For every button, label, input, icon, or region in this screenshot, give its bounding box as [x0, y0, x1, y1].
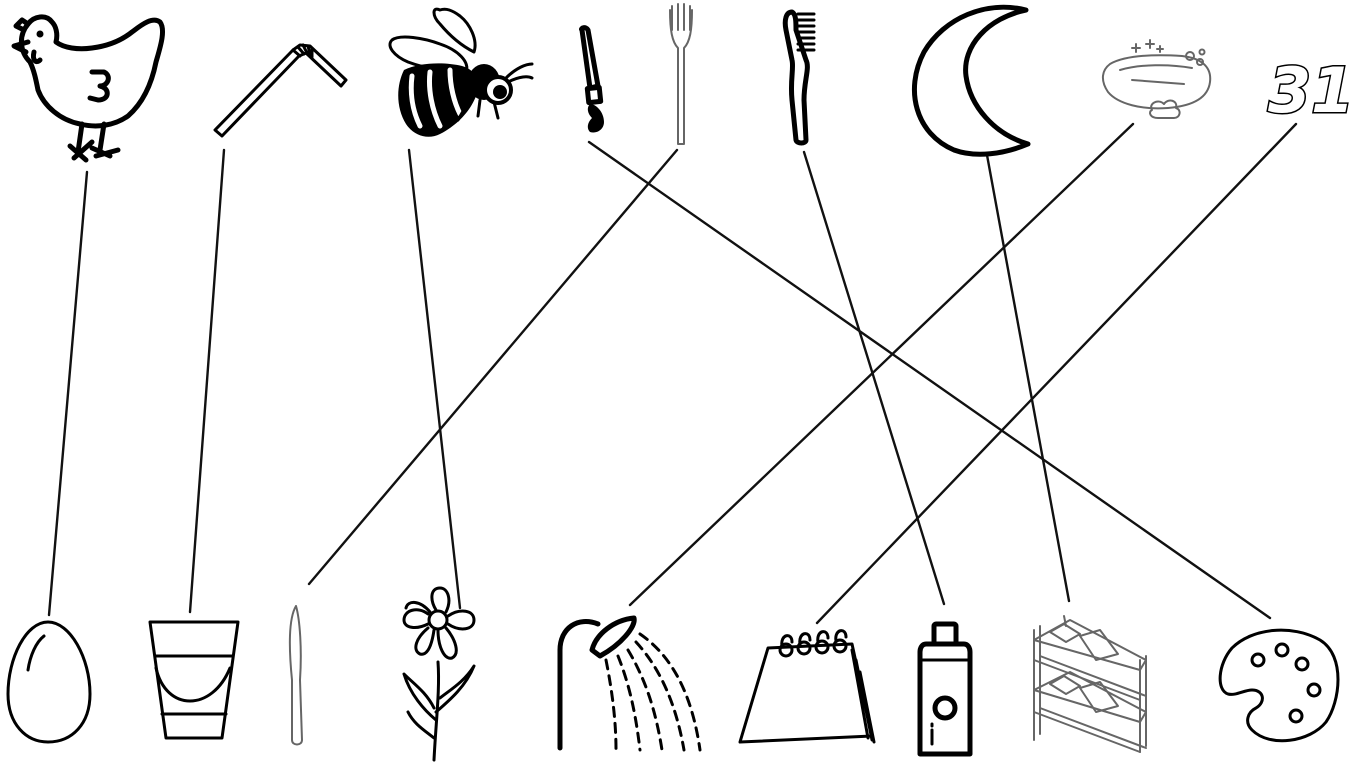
- moon-icon: [914, 7, 1028, 154]
- line-straw-glass: [190, 150, 224, 612]
- toothpaste-icon: [920, 624, 970, 754]
- line-toothbrush-toothpaste: [804, 152, 944, 604]
- egg-icon: [8, 622, 90, 742]
- flower-icon: [404, 588, 474, 760]
- line-31-calendar: [817, 124, 1296, 623]
- chicken-icon: [14, 17, 163, 160]
- glass-icon: [150, 622, 238, 738]
- bunk-bed-icon: [1034, 616, 1146, 752]
- calendar-number: 31: [1268, 54, 1354, 127]
- toothbrush-icon: [785, 12, 814, 143]
- line-fork-knife: [309, 150, 677, 584]
- connector-lines: [49, 124, 1296, 623]
- drinking-straw-icon: [215, 45, 346, 136]
- bee-icon: [390, 9, 532, 137]
- soap-icon: [1103, 40, 1210, 118]
- desk-calendar-icon: [740, 631, 874, 742]
- line-bee-flower: [409, 150, 460, 608]
- paintbrush-icon: [582, 28, 604, 133]
- line-moon-bunkbed: [987, 155, 1069, 601]
- palette-icon: [1220, 630, 1338, 741]
- knife-icon: [290, 606, 302, 745]
- calendar-number-icon: 31: [1268, 54, 1354, 127]
- shower-icon: [560, 618, 700, 750]
- fork-icon: [670, 4, 692, 144]
- line-chicken-egg: [49, 172, 87, 615]
